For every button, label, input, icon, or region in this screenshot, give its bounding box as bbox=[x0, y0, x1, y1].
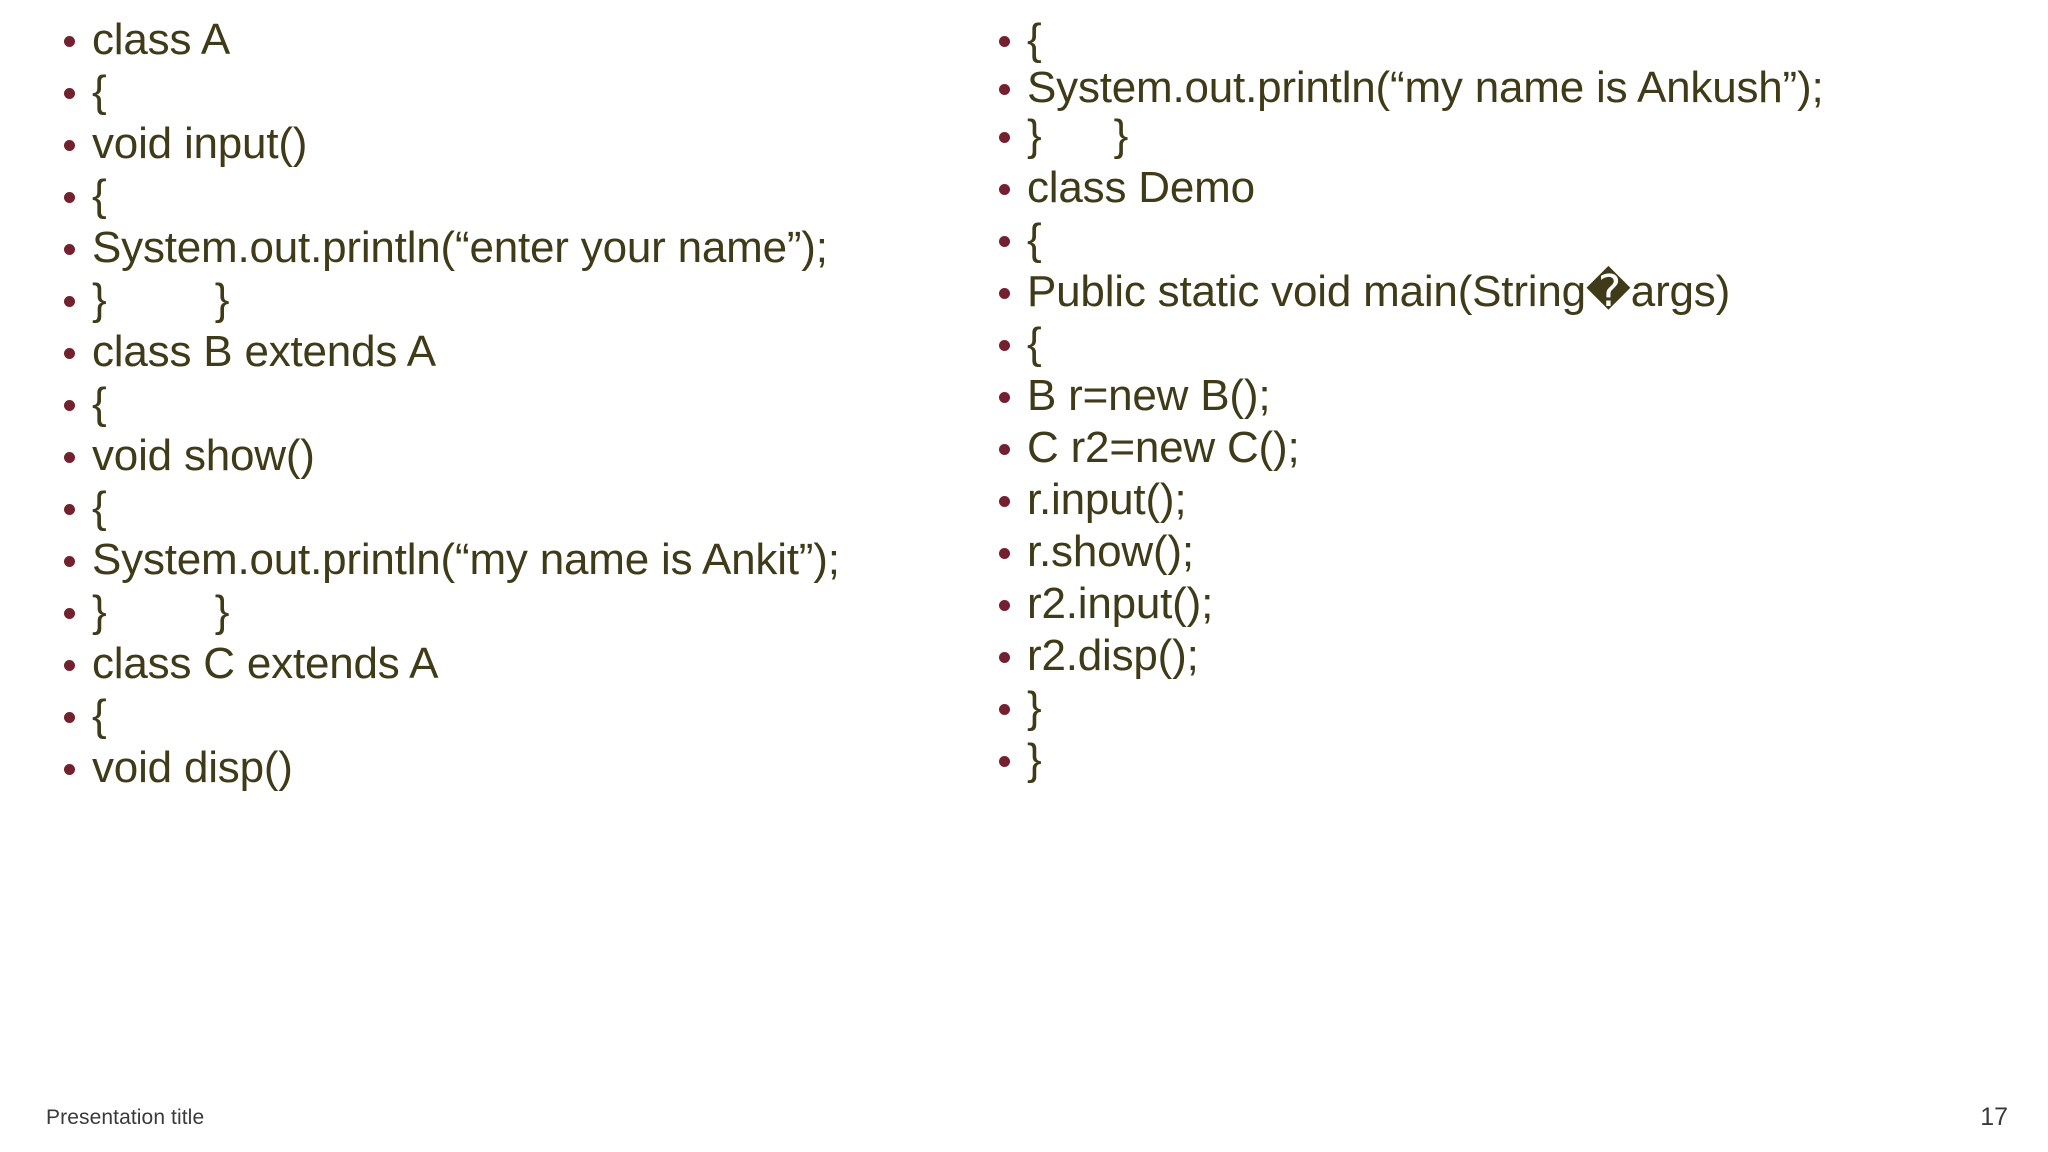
list-item: void input() bbox=[56, 118, 980, 170]
list-item: System.out.println(“enter your name”); bbox=[56, 222, 980, 274]
list-item: { bbox=[56, 66, 980, 118]
list-item: C r2=new C(); bbox=[991, 422, 2008, 474]
footer-page-number: 17 bbox=[1980, 1103, 2008, 1131]
list-item: } bbox=[991, 682, 2008, 734]
list-item: class B extends A bbox=[56, 326, 980, 378]
list-item: void disp() bbox=[56, 742, 980, 794]
list-item: B r=new B(); bbox=[991, 370, 2008, 422]
list-item: { bbox=[991, 214, 2008, 266]
list-item: } } bbox=[56, 274, 980, 326]
list-item: class C extends A bbox=[56, 638, 980, 690]
content-placeholder-left: class A { void input() { System.out.prin… bbox=[0, 0, 990, 794]
list-item: class Demo bbox=[991, 162, 2008, 214]
list-item: { bbox=[56, 170, 980, 222]
list-item: System.out.println(“my name is Ankit”); bbox=[56, 534, 980, 586]
footer-presentation-title: Presentation title bbox=[46, 1106, 205, 1129]
slide-content-body: class A { void input() { System.out.prin… bbox=[0, 0, 2048, 794]
list-item: r.input(); bbox=[991, 474, 2008, 526]
list-item: r.show(); bbox=[991, 526, 2008, 578]
list-item: class A bbox=[56, 14, 980, 66]
list-item: r2.input(); bbox=[991, 578, 2008, 630]
list-item: { bbox=[991, 14, 2008, 66]
list-item: Public static void main(String�args) bbox=[991, 266, 2008, 318]
slide-footer: Presentation title 17 bbox=[0, 1090, 2048, 1152]
list-item: { bbox=[991, 318, 2008, 370]
list-item: { bbox=[56, 378, 980, 430]
list-item: { bbox=[56, 690, 980, 742]
list-item: { bbox=[56, 482, 980, 534]
list-item: void show() bbox=[56, 430, 980, 482]
bullet-list-left: class A { void input() { System.out.prin… bbox=[56, 14, 980, 794]
list-item: } } bbox=[56, 586, 980, 638]
bullet-list-right: { System.out.println(“my name is Ankush”… bbox=[991, 14, 2008, 786]
list-item: r2.disp(); bbox=[991, 630, 2008, 682]
list-item: } } bbox=[991, 110, 2008, 162]
content-placeholder-right: { System.out.println(“my name is Ankush”… bbox=[990, 0, 2048, 786]
list-item: } bbox=[991, 734, 2008, 786]
list-item: System.out.println(“my name is Ankush”); bbox=[991, 66, 2008, 110]
